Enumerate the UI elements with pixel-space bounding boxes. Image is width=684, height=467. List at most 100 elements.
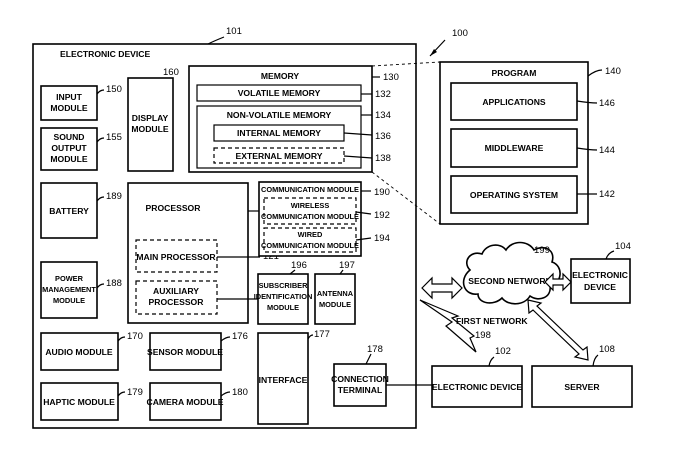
battery-ref: 189 [106, 191, 122, 202]
subscriber-identification-leader [289, 269, 296, 275]
electronic-device-104-line1: ELECTRONIC [572, 270, 628, 280]
internal-memory-label: INTERNAL MEMORY [237, 128, 321, 138]
camera-module-box [149, 382, 222, 421]
second-network-label: SECOND NETWORK [468, 276, 552, 286]
display-module-ref: 160 [163, 67, 179, 78]
sound-output-line3: MODULE [50, 154, 88, 164]
display-module-line2: MODULE [131, 124, 169, 134]
auxiliary-processor-box [135, 280, 218, 315]
program-leader [587, 69, 603, 77]
non-volatile-memory-label: NON-VOLATILE MEMORY [227, 110, 332, 120]
zoom-line-bottom [371, 171, 441, 225]
input-module-leader [96, 89, 105, 95]
applications-label: APPLICATIONS [482, 97, 546, 107]
internal-memory-leader [343, 132, 373, 136]
sensor-module-ref: 176 [232, 331, 248, 342]
sound-output-line1: SOUND [53, 132, 84, 142]
server-label: SERVER [564, 382, 600, 392]
input-module-line1: INPUT [56, 92, 83, 102]
second-network-to-server-arrow [527, 299, 589, 361]
wireless-communication-line2: COMMUNICATION MODULE [261, 212, 359, 221]
electronic-device-102-label: ELECTRONIC DEVICE [432, 382, 523, 392]
program-label: PROGRAM [492, 68, 537, 78]
antenna-module-leader [339, 269, 344, 275]
operating-system-ref: 142 [599, 189, 615, 200]
operating-system-box [450, 175, 578, 214]
antenna-module-ref: 197 [339, 260, 355, 271]
first-network-lightning [419, 299, 477, 353]
volatile-memory-box [196, 84, 362, 102]
electronic-device-104-ref: 104 [615, 241, 631, 252]
first-network-ref: 198 [475, 330, 491, 341]
second-network-to-device104-arrow [544, 272, 572, 292]
middleware-label: MIDDLEWARE [485, 143, 544, 153]
electronic-device-101-leader [207, 36, 225, 45]
audio-module-box [40, 332, 119, 371]
audio-module-label: AUDIO MODULE [45, 347, 113, 357]
display-module-line1: DISPLAY [132, 113, 169, 123]
electronic-device-102-leader [488, 356, 495, 367]
audio-module-ref: 170 [127, 331, 143, 342]
camera-module-leader [220, 391, 231, 397]
antenna-module-box [314, 273, 356, 325]
connection-terminal-ref: 178 [367, 344, 383, 355]
second-network-cloud [462, 241, 561, 305]
wireless-communication-leader [355, 211, 372, 215]
battery-label: BATTERY [49, 206, 89, 216]
sound-output-module-box [40, 127, 98, 171]
sound-output-line2: OUTPUT [51, 143, 87, 153]
audio-module-leader [117, 336, 126, 342]
middleware-leader [576, 147, 598, 151]
middleware-ref: 144 [599, 145, 615, 156]
connection-terminal-line1: CONNECTION [331, 374, 389, 384]
system-ref: 100 [452, 28, 468, 39]
power-management-line2: MANAGEMENT [42, 285, 96, 294]
power-management-line1: POWER [55, 274, 84, 283]
haptic-module-ref: 179 [127, 387, 143, 398]
processor-label: PROCESSOR [146, 203, 202, 213]
wireless-communication-box [263, 197, 357, 225]
connection-terminal-line2: TERMINAL [338, 385, 382, 395]
power-management-ref: 188 [106, 278, 122, 289]
battery-box [40, 182, 98, 239]
device-to-second-network-arrow [421, 276, 463, 300]
subscriber-identification-line2: IDENTIFICATION [254, 292, 313, 301]
electronic-device-101-ref: 101 [226, 26, 242, 37]
external-memory-ref: 138 [375, 153, 391, 164]
interface-box [257, 332, 309, 425]
applications-ref: 146 [599, 98, 615, 109]
system-ref-arrowhead [430, 49, 437, 56]
electronic-device-101-label: ELECTRONIC DEVICE [60, 49, 151, 59]
electronic-device-102-box [431, 365, 523, 408]
sensor-module-box [149, 332, 222, 371]
connection-terminal-leader [365, 353, 372, 365]
subscriber-identification-line1: SUBSCRIBER [259, 281, 309, 290]
camera-module-ref: 180 [232, 387, 248, 398]
memory-ref: 130 [383, 72, 399, 83]
antenna-module-line1: ANTENNA [317, 289, 354, 298]
wired-communication-leader [355, 237, 372, 241]
applications-box [450, 82, 578, 121]
subscriber-identification-ref: 196 [291, 260, 307, 271]
sound-output-ref: 155 [106, 132, 122, 143]
non-volatile-memory-ref: 134 [375, 110, 391, 121]
haptic-module-leader [117, 391, 126, 397]
external-memory-label: EXTERNAL MEMORY [236, 151, 323, 161]
input-module-box [40, 85, 98, 121]
interface-label: INTERFACE [259, 375, 308, 385]
sound-output-leader [96, 137, 105, 143]
haptic-module-label: HAPTIC MODULE [43, 397, 115, 407]
first-network-label: FIRST NETWORK [456, 316, 528, 326]
operating-system-label: OPERATING SYSTEM [470, 190, 558, 200]
camera-module-label: CAMERA MODULE [146, 397, 223, 407]
program-ref: 140 [605, 66, 621, 77]
volatile-memory-label: VOLATILE MEMORY [238, 88, 321, 98]
external-memory-box [213, 147, 345, 164]
electronic-device-104-box [570, 258, 631, 304]
communication-module-ref: 190 [374, 187, 390, 198]
power-management-box [40, 261, 98, 319]
sensor-module-leader [220, 336, 231, 342]
applications-leader [576, 100, 598, 104]
electronic-device-102-ref: 102 [495, 346, 511, 357]
wired-communication-ref: 194 [374, 233, 390, 244]
